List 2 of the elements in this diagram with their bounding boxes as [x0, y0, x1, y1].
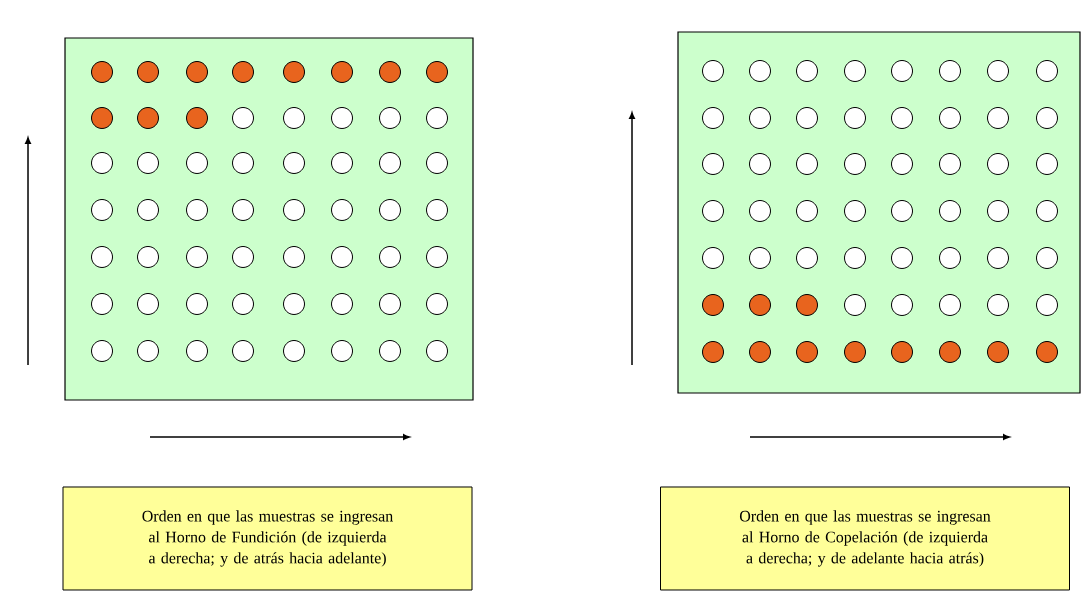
caption-box: Orden en que las muestras se ingresan al Horno de Copelación (de izquierda a derecha; y de adelante hacia atrás) [660, 486, 1070, 591]
caption-box: Orden en que las muestras se ingresan al Horno de Fundición (de izquierda a derecha; y de atrás hacia adelante) [62, 486, 473, 591]
